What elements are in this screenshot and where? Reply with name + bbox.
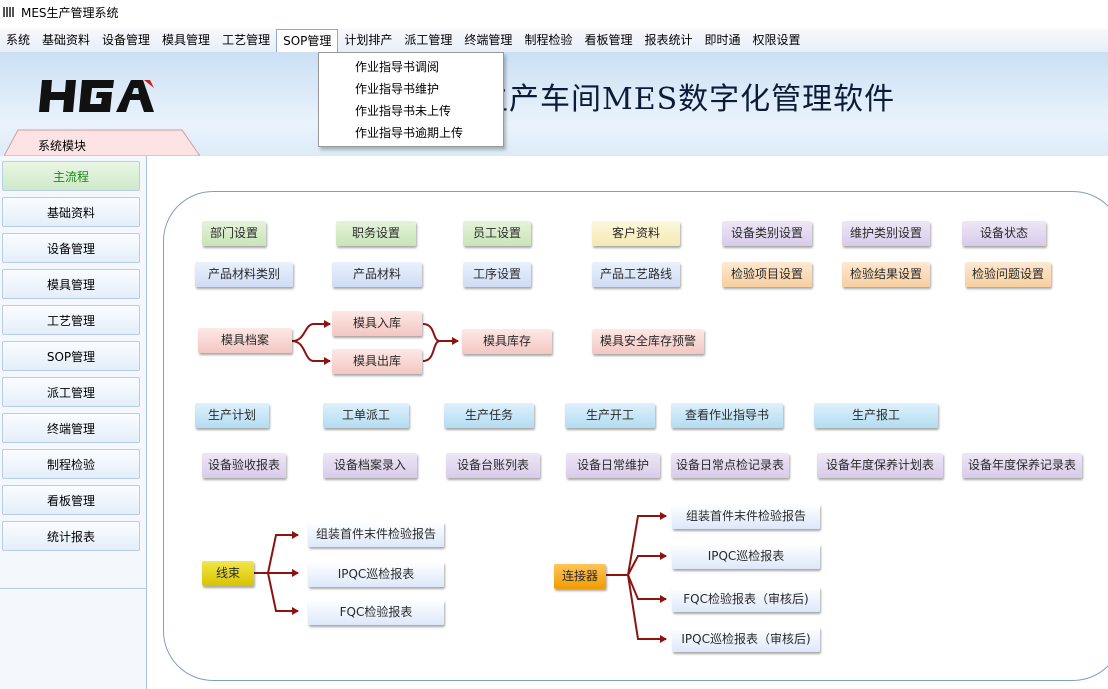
banner-title: 生产车间MES数字化管理软件 xyxy=(478,82,896,117)
menu-im[interactable]: 即时通 xyxy=(704,33,741,47)
node-production-task[interactable]: 生产任务 xyxy=(444,403,534,428)
node-production-report[interactable]: 生产报工 xyxy=(814,403,938,428)
node-position-settings[interactable]: 职务设置 xyxy=(336,221,416,246)
node-equipment-category[interactable]: 设备类别设置 xyxy=(722,221,812,246)
node-conn-ipqc-report[interactable]: IPQC巡检报表 xyxy=(672,544,820,569)
node-mold-safety-stock-alert[interactable]: 模具安全库存预警 xyxy=(592,329,704,354)
node-equipment-file-entry[interactable]: 设备档案录入 xyxy=(323,453,417,478)
sidebar-item-main-flow[interactable]: 主流程 xyxy=(2,161,140,191)
sidebar-item-dispatch[interactable]: 派工管理 xyxy=(2,377,140,407)
node-equipment-ledger[interactable]: 设备台账列表 xyxy=(446,453,540,478)
dropdown-item-overdue-upload[interactable]: 作业指导书逾期上传 xyxy=(355,126,464,140)
node-equipment-daily-maintenance[interactable]: 设备日常维护 xyxy=(566,453,660,478)
node-mold-inventory[interactable]: 模具库存 xyxy=(462,329,552,354)
sidebar-item-kanban[interactable]: 看板管理 xyxy=(2,485,140,515)
menu-terminal[interactable]: 终端管理 xyxy=(464,33,513,47)
node-employee-settings[interactable]: 员工设置 xyxy=(463,221,531,246)
node-connector[interactable]: 连接器 xyxy=(554,564,606,589)
menu-dispatch[interactable]: 派工管理 xyxy=(404,33,453,47)
node-wire-harness[interactable]: 线束 xyxy=(202,561,254,586)
company-logo xyxy=(39,80,154,112)
node-mold-archive[interactable]: 模具档案 xyxy=(198,328,292,353)
sidebar-divider xyxy=(0,588,146,589)
sidebar-item-reports[interactable]: 统计报表 xyxy=(2,521,140,551)
menu-reports[interactable]: 报表统计 xyxy=(644,33,693,47)
node-equipment-acceptance-report[interactable]: 设备验收报表 xyxy=(202,453,286,478)
node-conn-fqc-report-approved[interactable]: FQC检验报表（审核后) xyxy=(672,587,820,612)
node-production-plan[interactable]: 生产计划 xyxy=(195,403,269,428)
app-icon xyxy=(3,7,17,17)
node-work-order-dispatch[interactable]: 工单派工 xyxy=(323,403,409,428)
node-inspection-issues[interactable]: 检验问题设置 xyxy=(965,262,1051,287)
sidebar-item-inspection[interactable]: 制程检验 xyxy=(2,449,140,479)
node-inspection-results[interactable]: 检验结果设置 xyxy=(842,262,930,287)
sidebar-item-process[interactable]: 工艺管理 xyxy=(2,305,140,335)
node-process-settings[interactable]: 工序设置 xyxy=(463,262,531,287)
sidebar-item-terminal[interactable]: 终端管理 xyxy=(2,413,140,443)
node-annual-maintenance-record[interactable]: 设备年度保养记录表 xyxy=(962,453,1082,478)
node-mold-outbound[interactable]: 模具出库 xyxy=(332,349,422,374)
menu-sop[interactable]: SOP管理 xyxy=(276,28,339,53)
menu-planning[interactable]: 计划排产 xyxy=(344,33,393,47)
flowchart-panel xyxy=(163,191,1108,681)
menu-inspection[interactable]: 制程检验 xyxy=(524,33,573,47)
dropdown-item-not-uploaded[interactable]: 作业指导书未上传 xyxy=(355,104,452,118)
menu-kanban[interactable]: 看板管理 xyxy=(584,33,633,47)
node-equipment-daily-check-log[interactable]: 设备日常点检记录表 xyxy=(671,453,789,478)
menu-equipment[interactable]: 设备管理 xyxy=(102,33,151,47)
menu-bar: 系统 基础资料 设备管理 模具管理 工艺管理 SOP管理 计划排产 派工管理 终… xyxy=(0,28,1108,53)
node-equipment-status[interactable]: 设备状态 xyxy=(962,221,1046,246)
sidebar-item-mold[interactable]: 模具管理 xyxy=(2,269,140,299)
node-annual-maintenance-plan[interactable]: 设备年度保养计划表 xyxy=(817,453,943,478)
sidebar-item-basic-data[interactable]: 基础资料 xyxy=(2,197,140,227)
menu-basic-data[interactable]: 基础资料 xyxy=(42,33,91,47)
node-conn-first-last-inspection[interactable]: 组装首件末件检验报告 xyxy=(672,504,820,529)
sidebar-item-sop[interactable]: SOP管理 xyxy=(2,341,140,371)
node-product-routing[interactable]: 产品工艺路线 xyxy=(592,262,680,287)
node-conn-ipqc-report-approved[interactable]: IPQC巡检报表（审核后) xyxy=(672,627,820,652)
node-wire-fqc-report[interactable]: FQC检验报表 xyxy=(308,600,444,625)
dropdown-item-view-sop[interactable]: 作业指导书调阅 xyxy=(355,60,440,74)
menu-system[interactable]: 系统 xyxy=(6,33,31,47)
node-maintenance-category[interactable]: 维护类别设置 xyxy=(842,221,930,246)
sidebar: 主流程 基础资料 设备管理 模具管理 工艺管理 SOP管理 派工管理 终端管理 … xyxy=(0,156,147,689)
sop-dropdown-menu: 作业指导书调阅 作业指导书维护 作业指导书未上传 作业指导书逾期上传 xyxy=(318,52,504,147)
menu-process[interactable]: 工艺管理 xyxy=(222,33,271,47)
node-wire-first-last-inspection[interactable]: 组装首件末件检验报告 xyxy=(308,522,444,547)
menu-mold[interactable]: 模具管理 xyxy=(162,33,211,47)
node-view-sop[interactable]: 查看作业指导书 xyxy=(671,403,783,428)
node-customer-data[interactable]: 客户资料 xyxy=(592,221,680,246)
menu-permissions[interactable]: 权限设置 xyxy=(752,33,801,47)
system-module-label: 系统模块 xyxy=(38,139,87,153)
node-wire-ipqc-report[interactable]: IPQC巡检报表 xyxy=(308,562,444,587)
system-module-tab[interactable] xyxy=(4,128,200,156)
title-bar: MES生产管理系统 xyxy=(0,0,1108,24)
dropdown-item-maintain-sop[interactable]: 作业指导书维护 xyxy=(355,82,440,96)
node-inspection-items[interactable]: 检验项目设置 xyxy=(722,262,812,287)
node-production-start[interactable]: 生产开工 xyxy=(565,403,655,428)
sidebar-item-equipment[interactable]: 设备管理 xyxy=(2,233,140,263)
node-material-category[interactable]: 产品材料类别 xyxy=(195,262,293,287)
node-mold-inbound[interactable]: 模具入库 xyxy=(332,311,422,336)
node-department-settings[interactable]: 部门设置 xyxy=(202,221,266,246)
window-title: MES生产管理系统 xyxy=(21,5,119,20)
node-product-material[interactable]: 产品材料 xyxy=(332,262,422,287)
